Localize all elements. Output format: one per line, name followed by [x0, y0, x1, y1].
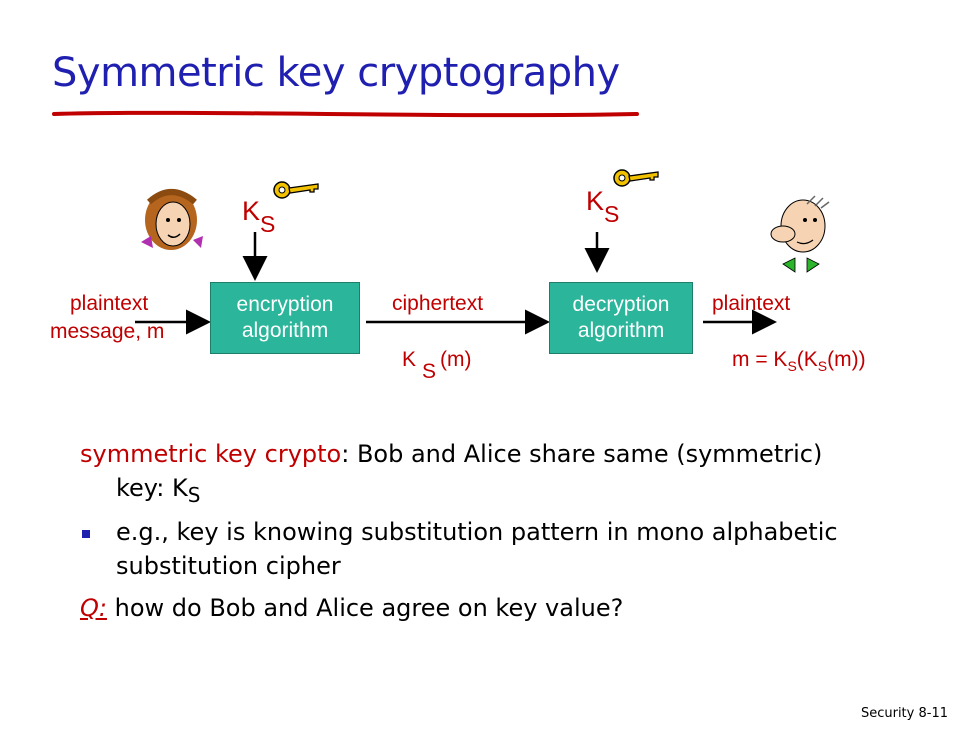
body-line-1: symmetric key crypto: Bob and Alice shar…: [80, 440, 823, 468]
bullet-line-2: substitution cipher: [116, 552, 341, 580]
slide-footer: Security 8-11: [860, 706, 948, 721]
plaintext-out-label: plaintext: [712, 292, 791, 315]
result-expression: m = KS(KS(m)): [732, 348, 866, 375]
term-highlight: symmetric key crypto: [80, 440, 342, 468]
alice-icon: [141, 189, 203, 250]
diagram-canvas: [135, 169, 830, 335]
key-label-dec: KS: [586, 186, 620, 227]
message-label: message, m: [50, 320, 165, 343]
question-line: Q: how do Bob and Alice agree on key val…: [80, 594, 624, 622]
ciphertext-label: ciphertext: [392, 292, 484, 315]
bullet-icon: [82, 530, 90, 538]
key-icon: [273, 181, 319, 199]
bullet-line-1: e.g., key is knowing substitution patter…: [116, 518, 838, 546]
plaintext-in-label: plaintext: [70, 292, 149, 315]
encryption-box: encryption algorithm: [210, 282, 360, 354]
slide-title: Symmetric key cryptography: [52, 50, 620, 96]
title-underline: [52, 110, 639, 118]
key-icon: [613, 169, 659, 187]
ciphertext-expression: KS(m): [402, 348, 472, 383]
key-label-enc: KS: [242, 196, 276, 237]
q-label: Q:: [80, 594, 107, 622]
body-line-2: key: KS: [116, 474, 201, 507]
bob-icon: [770, 195, 830, 273]
decryption-box: decryption algorithm: [549, 282, 693, 354]
